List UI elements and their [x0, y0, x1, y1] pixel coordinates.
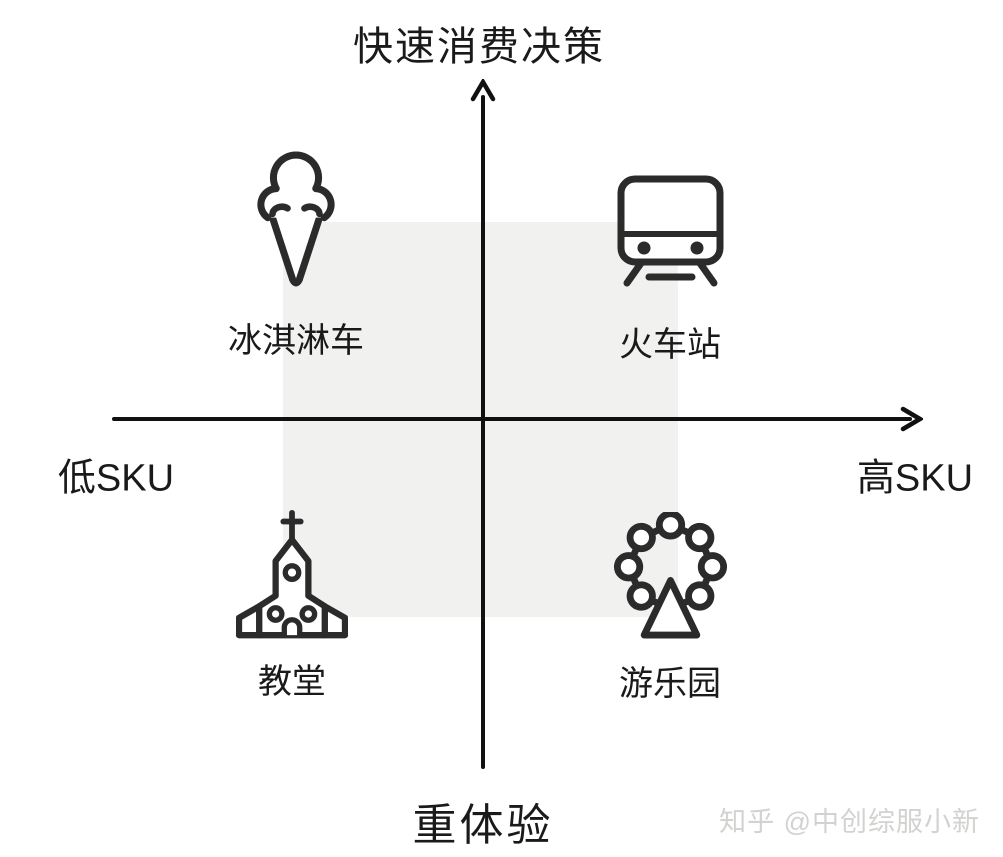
axis-label-right: 高SKU: [856, 457, 974, 500]
ice-cream-cone-icon: [257, 151, 335, 287]
quadrant-label: 冰淇淋车: [228, 322, 364, 360]
quadrant-bottom-left: 教堂: [202, 509, 382, 703]
arrow-up-icon: [470, 79, 496, 102]
axis-label-top: 快速消费决策: [353, 25, 605, 69]
quadrant-top-right: 火车站: [580, 175, 760, 366]
quadrant-top-left: 冰淇淋车: [206, 150, 386, 362]
quadrant-label: 火车站: [619, 326, 721, 364]
vertical-axis-line: [481, 95, 485, 769]
ferris-wheel-icon: [613, 512, 727, 639]
arrow-right-icon: [900, 406, 923, 432]
axis-label-left: 低SKU: [57, 457, 175, 500]
quadrant-label: 游乐园: [619, 665, 721, 703]
watermark-text: 知乎 @中创综服小新: [719, 807, 980, 837]
train-icon: [617, 175, 723, 287]
horizontal-axis-line: [112, 417, 912, 421]
axis-label-bottom: 重体验: [412, 801, 554, 850]
quadrant-bottom-right: 游乐园: [580, 512, 760, 705]
church-icon: [236, 509, 348, 639]
quadrant-label: 教堂: [258, 663, 326, 701]
